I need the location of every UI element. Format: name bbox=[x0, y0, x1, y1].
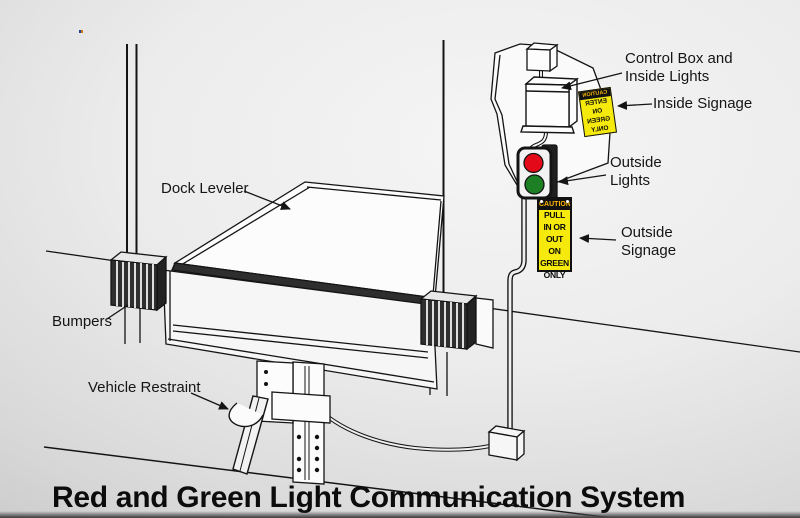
outside-sign-line: GREEN bbox=[540, 257, 569, 268]
restraint-carriage bbox=[271, 391, 331, 424]
sign-mount-hole bbox=[540, 200, 543, 203]
diagram-title: Red and Green Light Communication System bbox=[52, 481, 686, 514]
control-box-label: Control Box and Inside Lights bbox=[625, 50, 733, 86]
traffic-light bbox=[516, 144, 558, 203]
outside-sign-line: IN OR bbox=[543, 221, 566, 232]
vehicle-restraint-label: Vehicle Restraint bbox=[88, 379, 201, 396]
sign-mount-hole bbox=[566, 200, 569, 203]
outside-sign-line: ONLY bbox=[543, 269, 566, 280]
door-track-left bbox=[126, 44, 138, 261]
leader-outside-signage bbox=[579, 234, 617, 243]
dock-leveler-edge-lines bbox=[180, 186, 442, 296]
inside-signage-label: Inside Signage bbox=[653, 95, 753, 112]
dock-bumper-right bbox=[419, 290, 494, 351]
outside-sign-line: OUT ON bbox=[545, 233, 564, 256]
inside-caution-sign: CAUTION ENTER ON GREEN ONLY bbox=[577, 86, 618, 138]
dock-front-wall-lines bbox=[167, 271, 435, 383]
red-light bbox=[523, 152, 544, 174]
leader-outside-lights bbox=[558, 174, 607, 186]
control-box-label-line1: Control Box and bbox=[625, 50, 733, 67]
outside-lights-label-line2: Lights bbox=[610, 172, 651, 189]
dock-leveler-assembly bbox=[162, 181, 445, 390]
restraint-bolts bbox=[296, 434, 320, 473]
restraint-hook-curve bbox=[228, 402, 264, 428]
outside-signage-label-line1: Outside bbox=[621, 224, 673, 241]
conduit-cable bbox=[320, 410, 491, 452]
green-light bbox=[524, 174, 545, 195]
outside-caution-sign: CAUTION PULL IN OR OUT ON GREEN ONLY bbox=[537, 197, 572, 280]
conduit-cable-core bbox=[321, 411, 491, 451]
outside-lights-label: Outside Lights bbox=[610, 154, 662, 190]
leader-vehicle-restraint bbox=[190, 392, 229, 410]
stray-pixel-artifact bbox=[79, 30, 83, 33]
light-pole-core bbox=[508, 198, 526, 432]
dock-bumper-left bbox=[109, 251, 168, 312]
leader-control-box bbox=[561, 72, 623, 91]
dock-leveler-label: Dock Leveler bbox=[161, 180, 249, 197]
light-pole bbox=[507, 198, 527, 432]
control-box-label-line2: Inside Lights bbox=[625, 68, 710, 85]
leader-dock-leveler bbox=[243, 190, 291, 210]
inside-light-fixture bbox=[525, 42, 559, 73]
outside-signage-label-line2: Signage bbox=[621, 242, 677, 259]
dock-front-wall bbox=[162, 269, 438, 390]
bumpers-label: Bumpers bbox=[52, 313, 113, 330]
bottom-edge-shadow bbox=[0, 511, 800, 518]
ground-line bbox=[43, 446, 613, 518]
junction-box bbox=[487, 425, 526, 462]
outside-signage-label: Outside Signage bbox=[621, 224, 676, 260]
leader-lines bbox=[106, 72, 653, 410]
wall-edge-lines bbox=[45, 250, 800, 353]
leader-inside-signage bbox=[617, 100, 653, 110]
leader-bumpers bbox=[106, 304, 129, 320]
control-box bbox=[520, 76, 579, 134]
outside-sign-line: PULL bbox=[544, 210, 565, 220]
outside-sign-header: CAUTION bbox=[539, 199, 570, 210]
outside-lights-label-line1: Outside bbox=[610, 154, 662, 171]
vehicle-restraint-assembly bbox=[228, 360, 331, 485]
bumper-mount-bracket bbox=[475, 297, 494, 349]
